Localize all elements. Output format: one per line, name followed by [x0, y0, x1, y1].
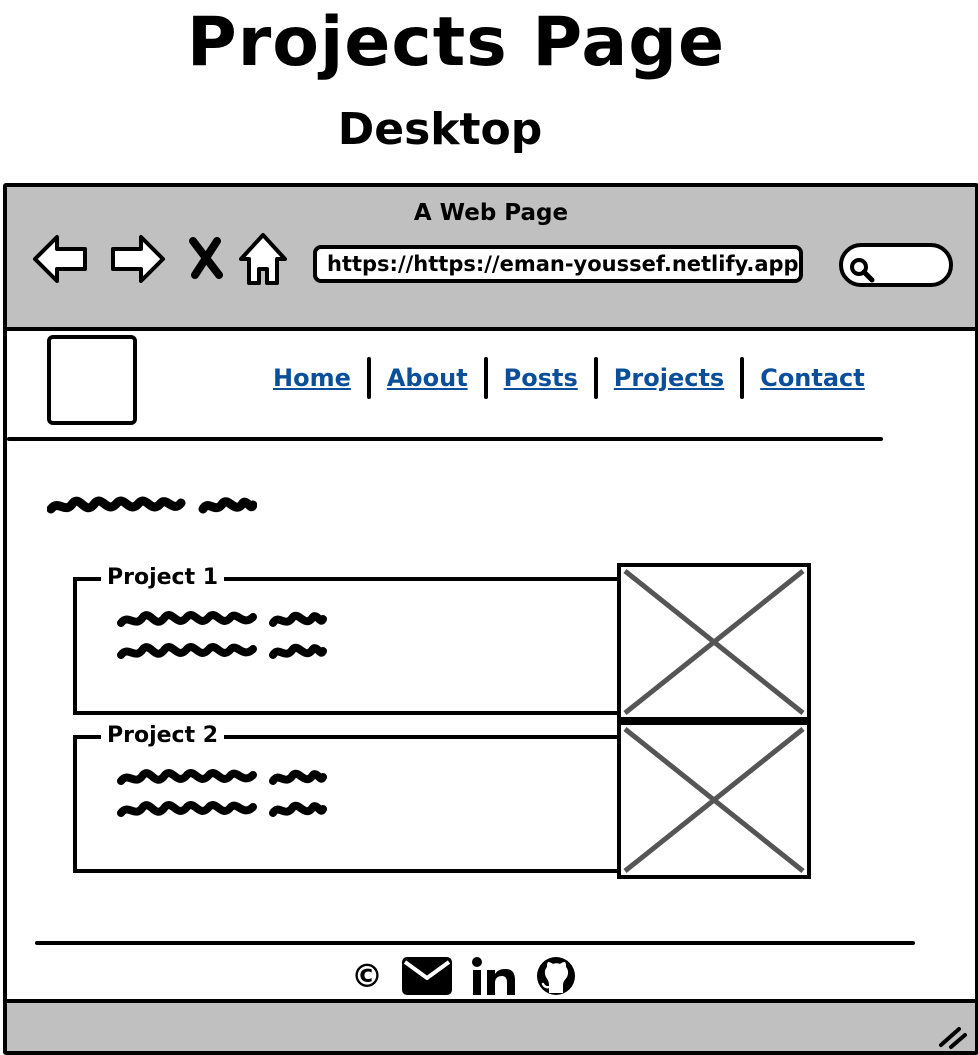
project-title: Project 2 [101, 721, 225, 751]
nav-link-contact[interactable]: Contact [760, 364, 865, 392]
envelope-icon[interactable] [401, 956, 453, 996]
resize-handle-icon[interactable] [935, 1021, 969, 1051]
browser-chrome: A Web Page https://https://eman-youssef.… [7, 187, 975, 331]
browser-title: A Web Page [413, 200, 569, 226]
main-nav: Home About Posts Projects Contact [257, 355, 881, 401]
stop-icon[interactable] [179, 229, 239, 289]
status-bar [7, 999, 975, 1051]
github-icon[interactable] [535, 955, 577, 997]
nav-divider [593, 357, 598, 399]
copyright-symbol: © [351, 957, 383, 995]
nav-link-home[interactable]: Home [273, 364, 351, 392]
project-card-1: Project 1 [73, 563, 617, 715]
footer: © [351, 951, 595, 1001]
logo-placeholder [47, 335, 137, 425]
nav-divider [366, 357, 371, 399]
home-icon[interactable] [233, 229, 293, 289]
project-image-placeholder [617, 721, 811, 879]
browser-window: A Web Page https://https://eman-youssef.… [3, 183, 978, 1055]
page-subtitle: Desktop [337, 104, 543, 155]
project-image-placeholder [617, 563, 811, 721]
nav-link-about[interactable]: About [386, 364, 468, 392]
forward-arrow-icon[interactable] [107, 229, 167, 289]
nav-divider [483, 357, 488, 399]
linkedin-icon[interactable] [471, 956, 517, 996]
back-arrow-icon[interactable] [31, 229, 91, 289]
url-bar[interactable]: https://https://eman-youssef.netlify.app [313, 245, 803, 283]
search-icon [850, 258, 875, 283]
search-input[interactable] [839, 243, 953, 287]
heading-placeholder-scribble [47, 496, 257, 514]
nav-link-projects[interactable]: Projects [613, 364, 725, 392]
page-title: Projects Page [186, 3, 726, 82]
project-description-scribble [117, 611, 327, 659]
page-content: Home About Posts Projects Contact Projec… [7, 331, 975, 999]
nav-link-posts[interactable]: Posts [503, 364, 578, 392]
project-card-2: Project 2 [73, 721, 617, 873]
footer-divider [35, 941, 915, 945]
project-description-scribble [117, 769, 327, 817]
nav-divider [740, 357, 745, 399]
header-divider [7, 437, 883, 441]
project-title: Project 1 [101, 563, 225, 593]
